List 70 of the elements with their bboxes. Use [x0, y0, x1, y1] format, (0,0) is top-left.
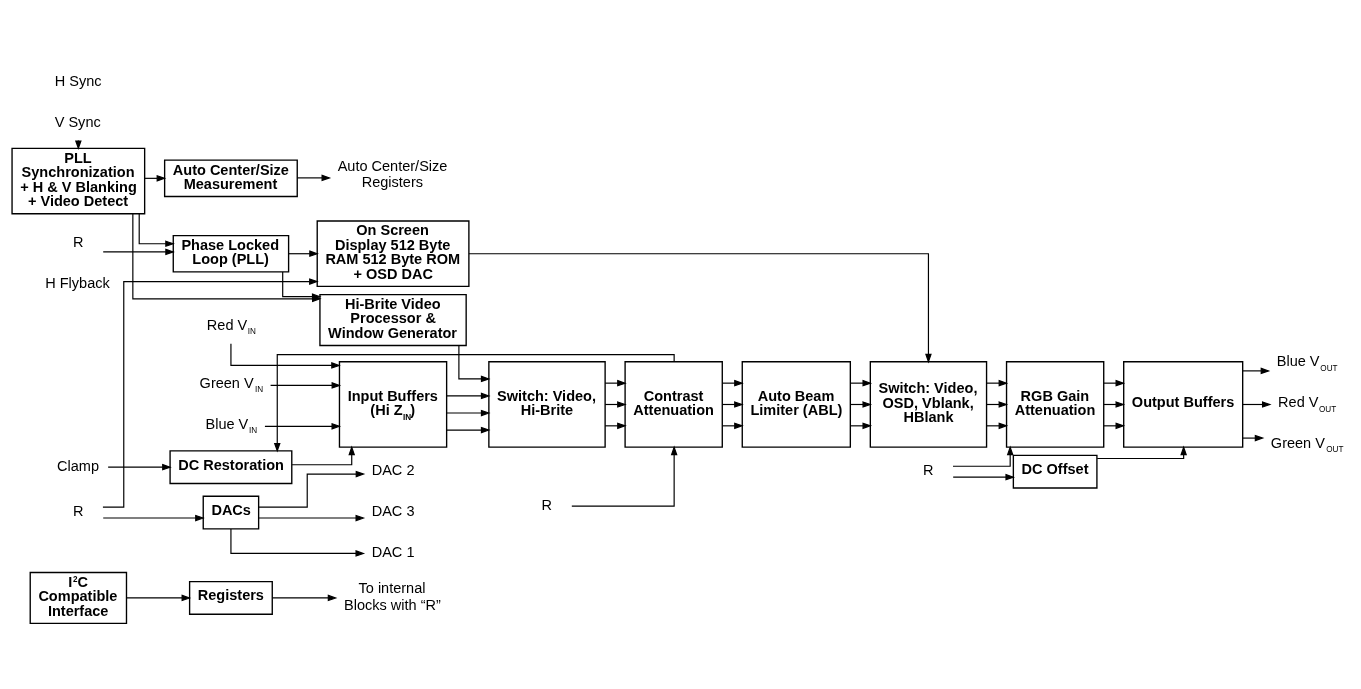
node-box: DACs — [202, 495, 260, 530]
node-box: I$^{2}$C Compatible Interface — [29, 571, 128, 624]
node-box: Switch: Video, Hi-Brite — [488, 360, 606, 448]
node-text: R — [72, 233, 84, 250]
arrow — [291, 445, 356, 465]
arrow — [571, 445, 678, 507]
node-text: Blue V$_{IN}$ — [205, 415, 258, 435]
node-text: Red V$_{OUT}$ — [1278, 393, 1337, 414]
arrow — [230, 342, 341, 369]
arrow — [230, 527, 366, 557]
arrow — [102, 248, 175, 255]
node-text: R — [72, 502, 84, 519]
node-text: R — [922, 461, 934, 478]
node-box: Hi-Brite Video Processor & Window Generator — [319, 293, 467, 346]
arrow — [107, 463, 172, 471]
arrow — [258, 470, 366, 508]
node-text: Green V$_{OUT}$ — [1270, 434, 1344, 454]
node-box: On Screen Display 512 Byte RAM 512 Byte ROM + OSD DAC — [316, 219, 470, 287]
arrow — [986, 379, 1009, 387]
arrow — [270, 381, 342, 389]
node-text: DAC 1 — [371, 543, 415, 560]
arrow — [102, 514, 205, 521]
node-box: Registers — [188, 580, 273, 615]
label: H Sync — [54, 72, 102, 89]
node-box: Phase Locked Loop (PLL) — [172, 234, 290, 273]
arrow — [258, 514, 366, 521]
node-box: Auto Beam Limiter (ABL) — [741, 360, 851, 448]
arrow — [1096, 445, 1188, 459]
arrow — [458, 344, 491, 382]
arrow — [102, 277, 319, 508]
arrow — [446, 426, 491, 433]
arrow — [952, 445, 1014, 467]
node-box: DC Restoration — [169, 449, 293, 484]
arrow — [446, 392, 491, 399]
arrow — [1242, 367, 1271, 374]
arrow — [271, 594, 338, 601]
arrow — [952, 473, 1016, 481]
arrow — [604, 379, 627, 387]
node-box: RGB Gain Attenuation — [1005, 360, 1105, 448]
node-text: Auto Center/Size Registers — [337, 157, 448, 190]
node-text: Red V$_{IN}$ — [206, 316, 256, 336]
arrow — [849, 379, 873, 387]
arrow — [126, 594, 192, 601]
arrow — [1242, 434, 1265, 441]
arrow — [138, 212, 175, 247]
arrow — [296, 174, 332, 181]
node-text: Green V$_{IN}$ — [199, 374, 264, 394]
node-box: DC Offset — [1012, 454, 1098, 489]
arrow — [468, 252, 932, 363]
node-text: R — [541, 496, 553, 513]
node-text: V Sync — [54, 113, 101, 130]
node-box: Auto Center/Size Measurement — [163, 159, 298, 197]
arrow — [1242, 400, 1272, 408]
node-text: Blue V$_{OUT}$ — [1276, 352, 1338, 373]
node-box: Contrast Attenuation — [624, 360, 723, 448]
node-box: Input Buffers (Hi Z$_{IN}$) — [338, 360, 448, 448]
arrow — [273, 353, 675, 453]
arrow — [446, 409, 491, 416]
arrow — [1103, 379, 1126, 387]
node-text: DAC 3 — [371, 502, 415, 519]
label: H Flyback — [45, 274, 110, 291]
node-text: Clamp — [57, 457, 99, 474]
node-text: DAC 2 — [371, 461, 415, 478]
node-box: PLL Synchronization + H & V Blanking + Video Detect — [11, 147, 146, 214]
arrow — [721, 379, 744, 387]
node-box: Switch: Video, OSD, Vblank, HBlank — [869, 360, 988, 448]
node-box: Output Buffers — [1123, 360, 1244, 448]
arrow — [288, 249, 319, 257]
node-text: To internal Blocks with “R” — [344, 579, 441, 613]
arrow — [264, 422, 342, 430]
